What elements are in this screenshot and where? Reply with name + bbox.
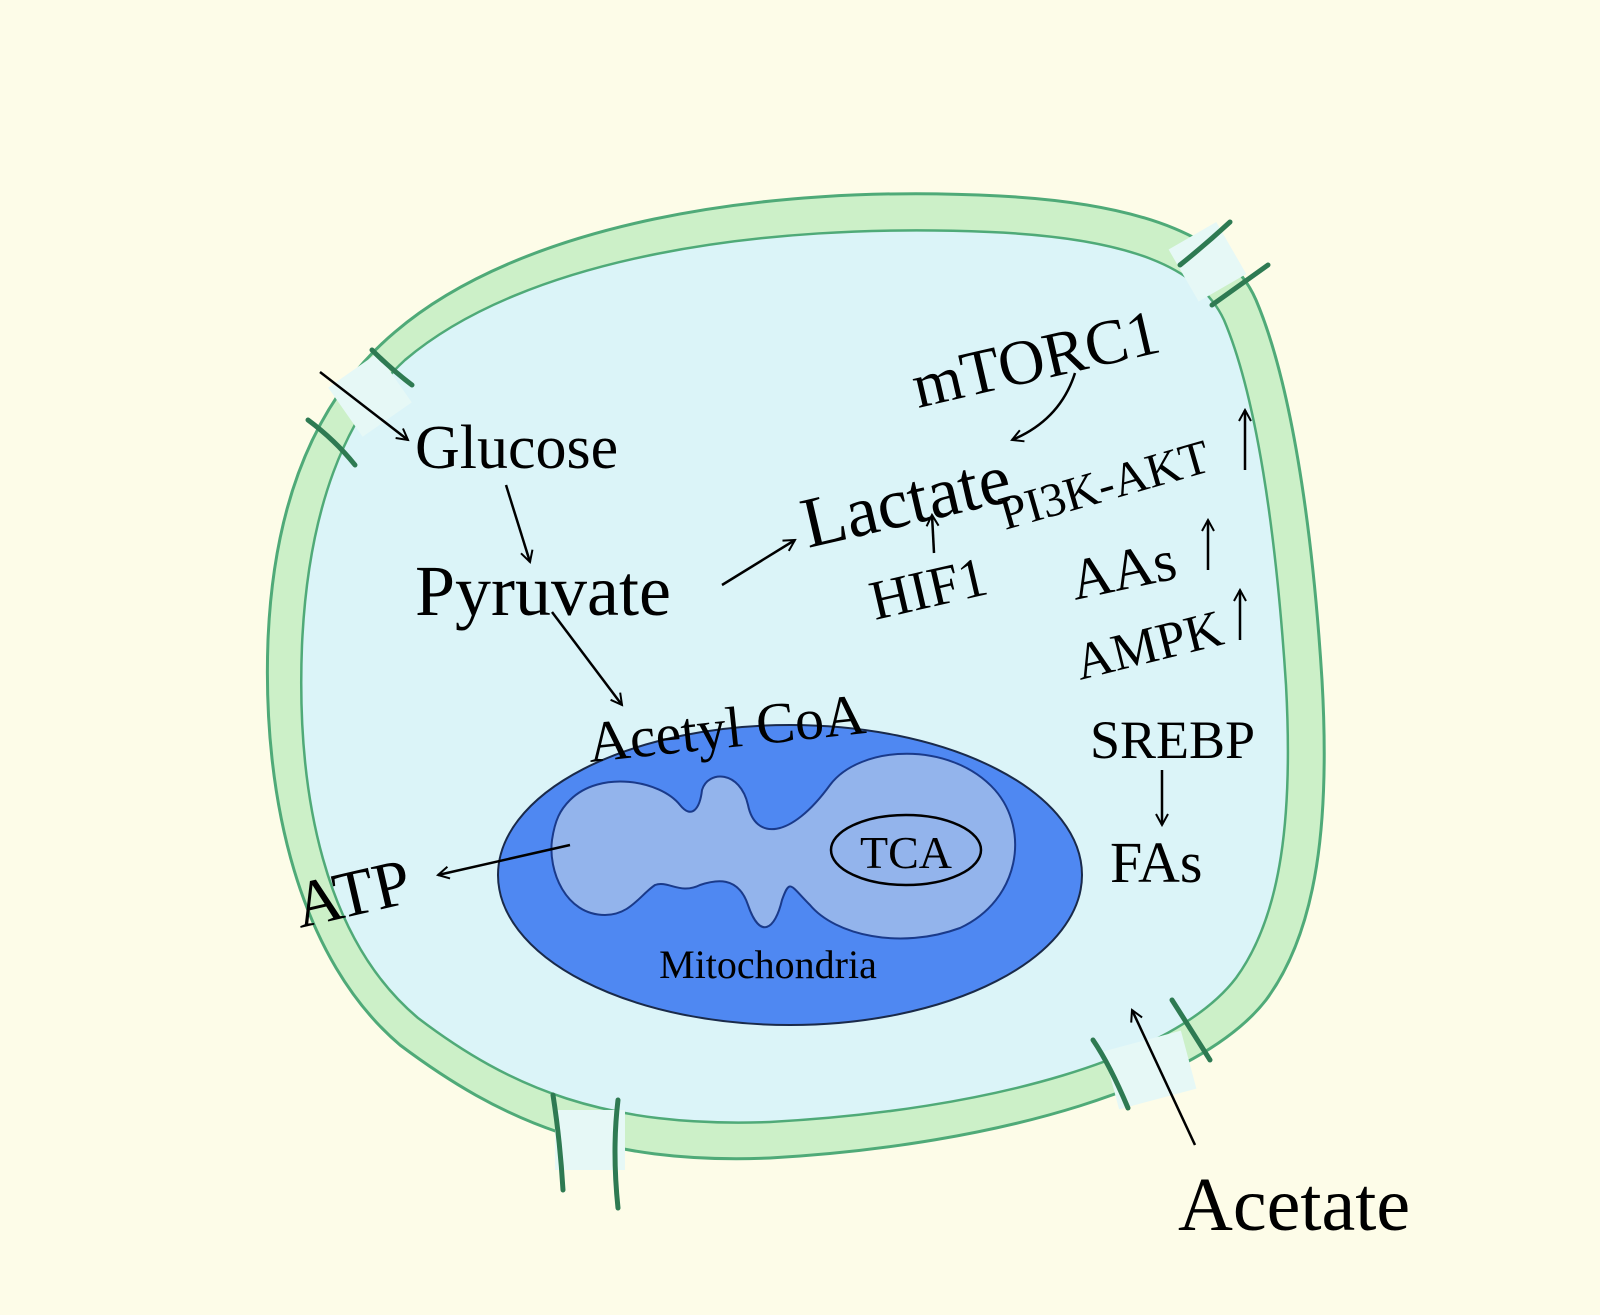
channel-bottom [550, 1092, 625, 1211]
arrow-mitochondria-to-atp [438, 843, 571, 875]
label-glucose: Glucose [415, 414, 618, 482]
label-mitochondria: Mitochondria [659, 942, 877, 987]
tca-cycle-outline [829, 813, 983, 887]
mitochondria-inner-membrane [550, 752, 1017, 940]
label-tca: TCA [860, 827, 952, 878]
pathway-arrows [319, 371, 1245, 1146]
arrow-glucose-to-pyruvate [504, 484, 530, 562]
label-pyruvate: Pyruvate [415, 551, 671, 631]
arrow-glucose-uptake [319, 371, 408, 440]
arrow-acetate-uptake [1132, 1010, 1197, 1146]
channel-top-left [305, 347, 415, 468]
label-acetate: Acetate [1178, 1163, 1410, 1247]
membrane-channels [305, 219, 1271, 1211]
arrow-pyruvate-to-acetylcoa [551, 611, 622, 705]
channel-top-right [1168, 219, 1271, 308]
arrow-mtorc1-to-lactate [1012, 372, 1077, 440]
label-fas: FAs [1110, 830, 1202, 895]
arrow-pyruvate-to-lactate [721, 540, 795, 587]
label-srebp: SREBP [1090, 710, 1255, 770]
channel-bottom-right [1090, 997, 1213, 1111]
arrow-hif1-to-lactate [932, 515, 934, 554]
